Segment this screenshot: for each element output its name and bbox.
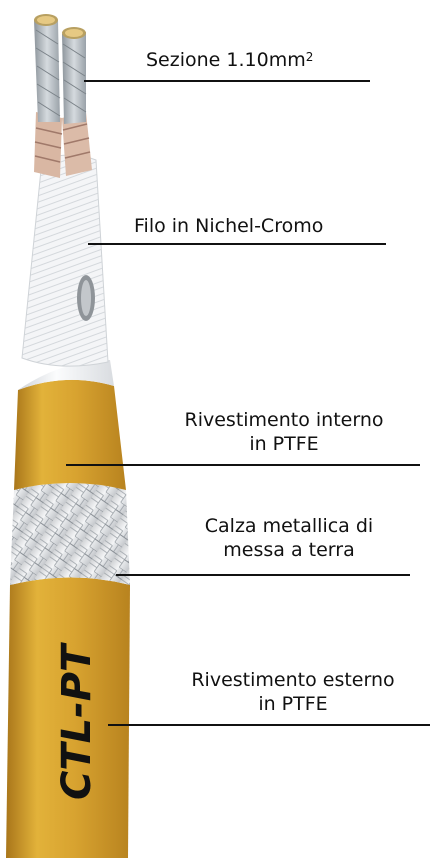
inner-jacket-shape <box>14 379 126 490</box>
callout-inner-jacket-line2: in PTFE <box>249 433 319 455</box>
callout-section: Sezione 1.10mm2 <box>146 48 313 72</box>
callout-outer-jacket-line2: in PTFE <box>258 693 328 715</box>
callout-outer-jacket: Rivestimento esterno in PTFE <box>160 668 426 716</box>
braid-shape <box>10 483 130 585</box>
conductor-left <box>34 20 60 122</box>
callout-outer-jacket-line1: Rivestimento esterno <box>191 669 395 691</box>
leader-braid <box>116 574 410 576</box>
product-name: CTL-PT <box>54 642 100 800</box>
leader-inner-jacket <box>66 464 420 466</box>
callout-inner-jacket-line1: Rivestimento interno <box>184 409 384 431</box>
callout-braid-line2: messa a terra <box>223 539 355 561</box>
callout-section-superscript: 2 <box>305 50 314 64</box>
nichrome-wrap-shape <box>21 154 109 367</box>
callout-nichrome-text: Filo in Nichel-Cromo <box>134 215 324 237</box>
callout-braid: Calza metallica di messa a terra <box>178 514 400 562</box>
callout-braid-line1: Calza metallica di <box>204 515 374 537</box>
callout-section-text: Sezione 1.10mm <box>146 49 306 71</box>
outer-jacket-shape <box>6 577 130 858</box>
leader-nichrome <box>88 243 386 245</box>
leader-outer-jacket <box>108 724 430 726</box>
leader-section <box>84 80 370 82</box>
callout-inner-jacket: Rivestimento interno in PTFE <box>154 408 414 456</box>
callout-nichrome: Filo in Nichel-Cromo <box>134 214 323 238</box>
